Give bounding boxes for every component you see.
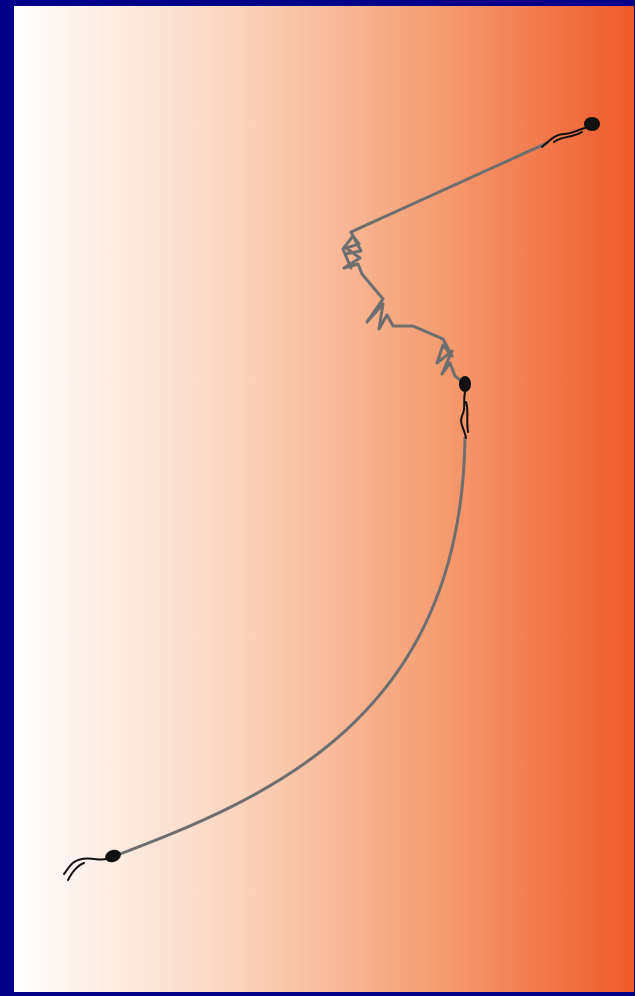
sperm-cell-icon xyxy=(541,117,600,148)
sperm-cell-icon xyxy=(63,849,121,881)
sperm-cell-icon xyxy=(459,376,471,439)
smooth-swim-path xyxy=(110,436,467,859)
zigzag-swim-path xyxy=(341,141,549,386)
chemotaxis-diagram-panel xyxy=(14,6,634,992)
chemotaxis-diagram xyxy=(14,6,634,992)
concentration-gradient-background xyxy=(14,6,634,992)
